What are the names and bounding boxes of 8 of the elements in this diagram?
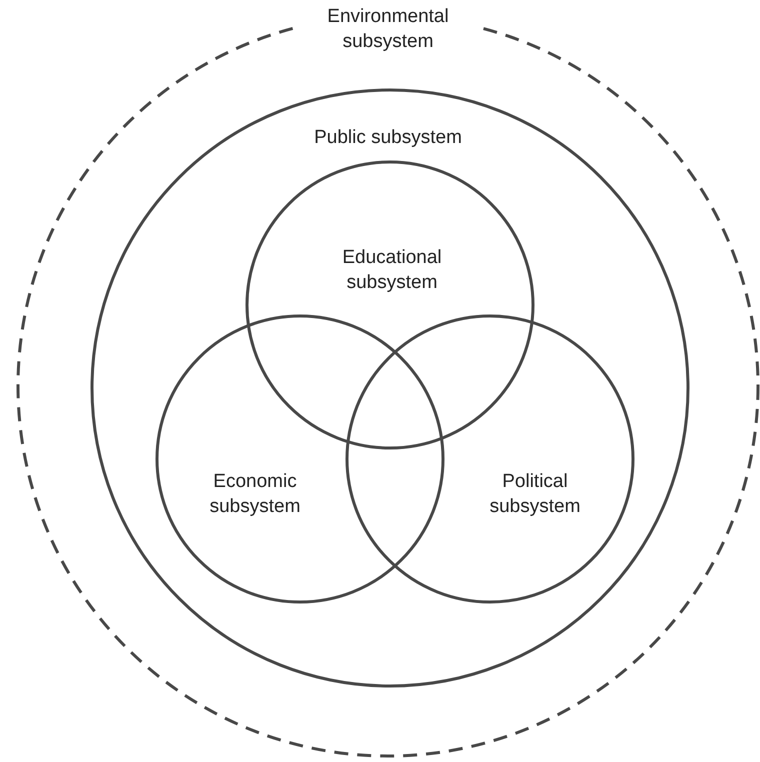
circle-label: Public subsystem — [313, 126, 463, 150]
venn-circle — [345, 314, 635, 604]
circle-label: Political subsystem — [488, 470, 582, 519]
circle-label: Educational subsystem — [341, 246, 443, 295]
venn-circle — [245, 160, 535, 450]
circle-label: Economic subsystem — [208, 470, 302, 519]
venn-circle — [90, 88, 690, 688]
venn-circle — [155, 314, 445, 604]
